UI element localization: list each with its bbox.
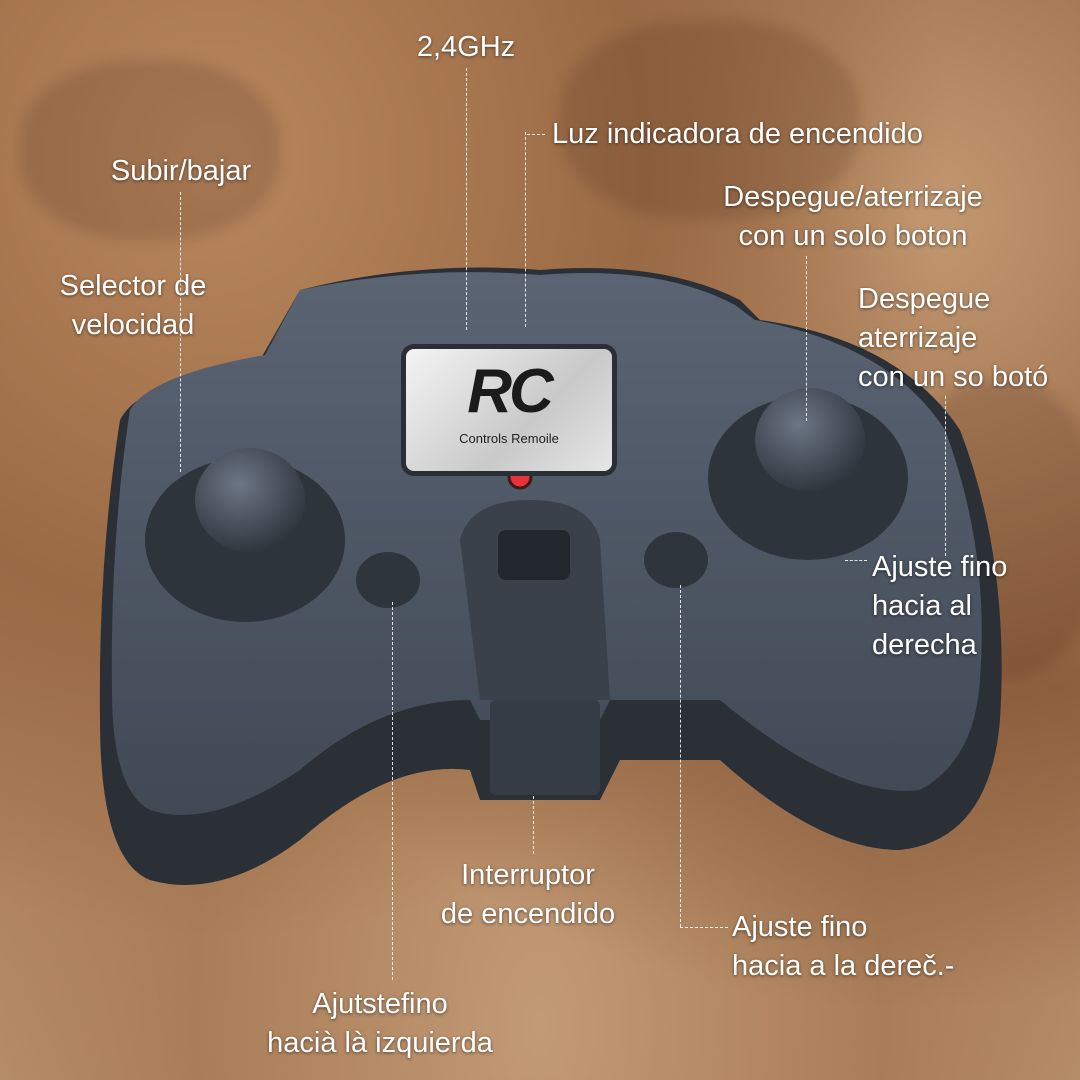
label-speed-selector: Selector de velocidad — [60, 267, 207, 345]
label-frequency: 2,4GHz — [416, 31, 516, 63]
takeoff-button[interactable] — [498, 530, 570, 580]
leader-line — [845, 560, 867, 561]
label-trim-right-upper: Ajuste fino hacia al derecha — [872, 548, 1007, 665]
label-power-switch: Interruptor de encendido — [441, 856, 615, 934]
label-line: Ajuste fino — [732, 911, 868, 943]
label-trim-left: Ajutstefino hacià là izquierda — [267, 985, 493, 1063]
label-line: Interruptor — [461, 859, 595, 891]
rock-texture — [20, 60, 280, 240]
rc-logo: RC — [467, 357, 554, 426]
left-joystick[interactable] — [195, 448, 305, 552]
rock-texture — [560, 20, 860, 220]
label-power-light: Luz indicadora de encendido — [552, 118, 923, 150]
label-line: Ajuste fino — [872, 551, 1008, 583]
leader-line — [466, 68, 467, 330]
right-joystick[interactable] — [755, 388, 865, 492]
leader-line — [680, 927, 728, 928]
label-takeoff-landing-top: Despegue/aterrizaje con un solo boton — [723, 178, 983, 256]
label-line: Ajutstefino — [312, 988, 448, 1020]
label-line: de encendido — [440, 898, 616, 930]
leader-line — [392, 602, 393, 980]
power-switch[interactable] — [490, 700, 600, 795]
rc-nameplate: RC Controls Remoile — [406, 349, 612, 471]
leader-line — [945, 396, 946, 556]
leader-line — [533, 796, 534, 854]
label-up-down: Subir/bajar — [110, 155, 252, 187]
label-line: aterrizaje — [858, 322, 978, 354]
label-line: hacià là izquierda — [267, 1027, 493, 1059]
center-panel — [460, 500, 610, 700]
label-line: Despegue — [858, 283, 991, 315]
leader-line — [180, 192, 181, 472]
leader-line — [806, 256, 807, 421]
label-line: derecha — [872, 629, 977, 661]
label-line: Selector de — [59, 270, 207, 302]
label-line: hacia a la dereč.- — [732, 950, 955, 982]
label-trim-right-lower: Ajuste fino hacia a la dereč.- — [732, 908, 954, 986]
right-trim-button[interactable] — [644, 532, 708, 588]
left-trim-button[interactable] — [356, 552, 420, 608]
plate-subtitle: Controls Remoile — [459, 431, 559, 446]
label-line: Despegue/aterrizaje — [723, 181, 983, 213]
label-line: con un so botó — [858, 361, 1049, 393]
label-line: hacia al — [872, 590, 972, 622]
leader-line — [680, 585, 681, 927]
label-line: con un solo boton — [738, 220, 968, 252]
leader-line — [525, 132, 526, 327]
label-takeoff-landing-side: Despegue aterrizaje con un so botó — [858, 280, 1048, 397]
label-line: velocidad — [71, 309, 195, 341]
leader-line — [527, 134, 545, 135]
